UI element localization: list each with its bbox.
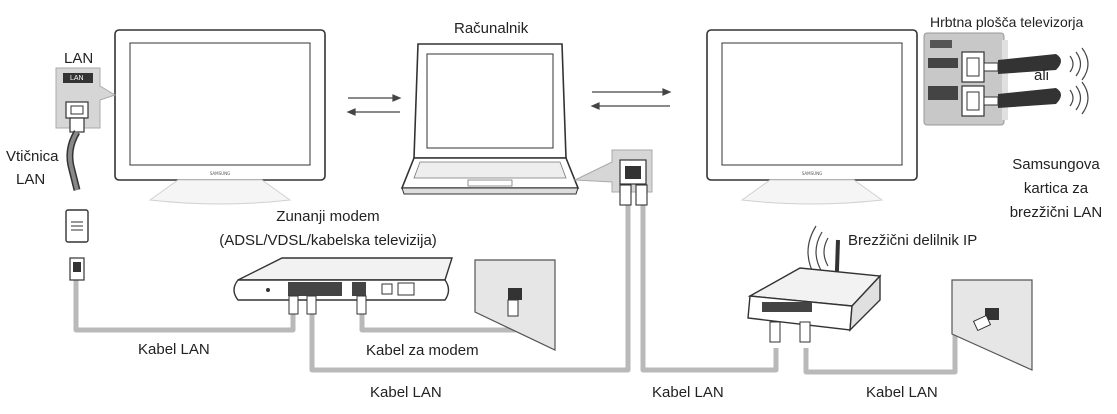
cables [73, 185, 977, 375]
laptop-computer [400, 43, 580, 195]
samsung-wireless-lan-dongle-1 [983, 47, 1089, 81]
label-cable-lan-left: Kabel LAN [138, 341, 210, 358]
tv-right: SAMSUNG [706, 29, 918, 205]
samsung-wireless-lan-dongle-2 [983, 81, 1089, 115]
svg-text:SAMSUNG: SAMSUNG [802, 171, 822, 176]
label-cable-lan-bottom-right1: Kabel LAN [652, 384, 724, 401]
data-flow-arrows-right [590, 88, 672, 110]
label-cable-modem: Kabel za modem [366, 342, 479, 359]
laptop-lan-callout [573, 149, 653, 206]
label-lan-badge: LAN [70, 75, 84, 82]
data-flow-arrows-left [346, 94, 402, 116]
label-or: ali [1034, 67, 1050, 84]
lan-badge [63, 73, 93, 83]
label-wireless-card-line1: Samsungova [1012, 156, 1100, 173]
label-computer: Računalnik [454, 20, 529, 37]
modem-lan-ports [288, 282, 342, 296]
tv-left-lan-callout [55, 67, 117, 129]
tv-left-lan-plug [66, 117, 85, 191]
cable-lan-tv-to-modem [73, 280, 296, 333]
label-tv-back-panel: Hrbtna plošča televizorja [930, 14, 1084, 30]
label-wall-socket-line2: LAN [16, 171, 46, 188]
label-wireless-card-line2: kartica za [1023, 180, 1089, 197]
tv-left-brand: SAMSUNG [210, 171, 230, 176]
cable-laptop-to-router [640, 185, 779, 373]
label-external-modem-line2: (ADSL/VDSL/kabelska televizija) [219, 232, 437, 249]
wall-socket-router [951, 279, 1033, 371]
label-external-modem-line1: Zunanji modem [276, 208, 380, 225]
tv-back-panel [923, 32, 1008, 126]
label-wall-socket-line1: Vtičnica [6, 148, 59, 165]
external-modem [233, 257, 453, 315]
wall-socket-lan-left [65, 209, 89, 281]
cable-router-to-wall [803, 322, 977, 375]
label-cable-lan-bottom-middle: Kabel LAN [370, 384, 442, 401]
wireless-ip-router [747, 225, 882, 343]
tv-left: SAMSUNG [114, 29, 326, 205]
label-cable-lan-bottom-right2: Kabel LAN [866, 384, 938, 401]
cable-modem-to-laptop [309, 185, 631, 373]
label-wireless-card-line3: brezžični LAN [1009, 204, 1103, 221]
wall-socket-modem [474, 259, 556, 351]
label-wireless-router: Brezžični delilnik IP [848, 232, 978, 249]
label-lan: LAN [64, 50, 94, 67]
